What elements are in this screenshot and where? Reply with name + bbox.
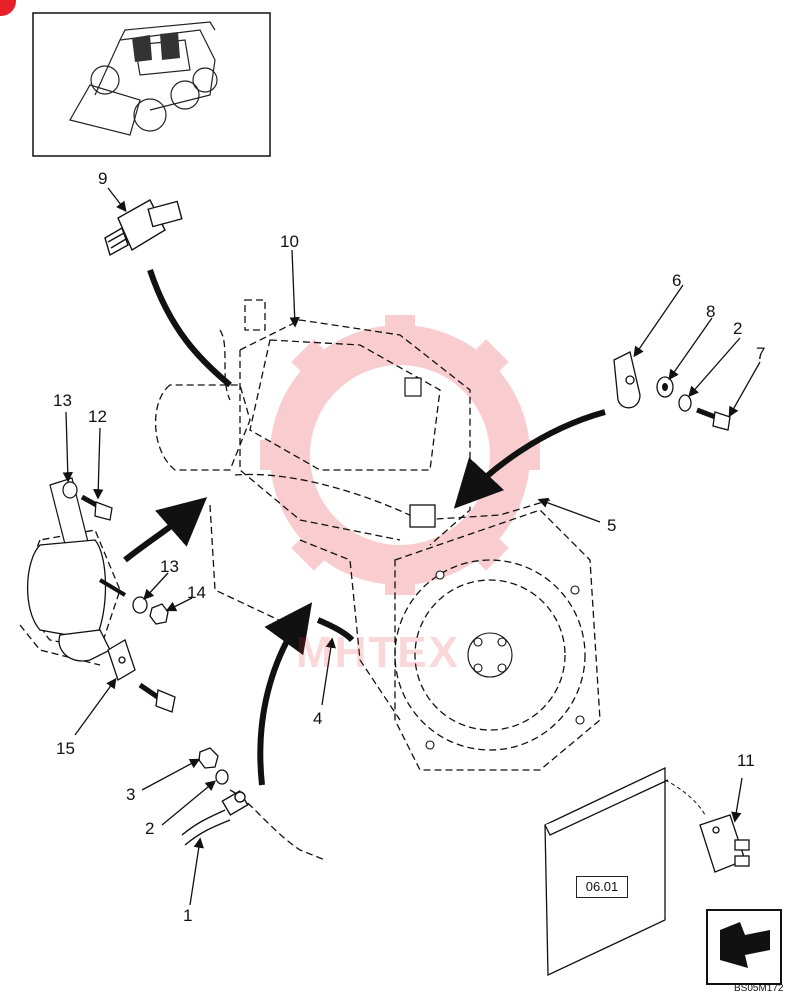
cable-1: [181, 790, 249, 846]
callout-4: 4: [313, 709, 323, 728]
callout-11: 11: [737, 751, 755, 770]
drawing-code: BS05M172: [734, 983, 784, 994]
callout-7: 7: [756, 344, 766, 363]
nut-3: [198, 747, 219, 769]
callout-5: 5: [607, 516, 617, 535]
callout-15: 15: [56, 739, 75, 758]
clip-6: [613, 351, 641, 409]
callout-10: 10: [280, 232, 299, 251]
lock-washer-2: [678, 394, 692, 412]
callout-2-top: 2: [733, 319, 743, 338]
flywheel-bolts: [425, 570, 585, 750]
page-turn-arrow-icon[interactable]: [706, 909, 782, 985]
loader-inset: [32, 12, 271, 157]
sensor-9: [104, 199, 183, 257]
clip-15: [107, 639, 176, 713]
alternator: [26, 539, 127, 662]
callout-13-mid: 13: [160, 557, 179, 576]
callout-12: 12: [88, 407, 107, 426]
callout-14: 14: [187, 583, 206, 602]
callout-1: 1: [183, 906, 193, 925]
callout-2-bottom: 2: [145, 819, 155, 838]
nut-14: [149, 603, 169, 625]
reference-panel: [544, 766, 669, 977]
callout-8: 8: [706, 302, 716, 321]
watermark-text: MHTEX: [296, 628, 460, 677]
reference-section-box[interactable]: 06.01: [576, 876, 628, 898]
washer-8: [656, 376, 674, 398]
bolt-12: [80, 494, 113, 521]
callout-9: 9: [98, 169, 108, 188]
watermark-gear-icon: [260, 315, 540, 595]
bolt-7: [696, 407, 731, 431]
relay-11: [699, 814, 750, 873]
washer-2: [215, 769, 229, 785]
callout-6: 6: [672, 271, 682, 290]
callout-13-top: 13: [53, 391, 72, 410]
callout-3: 3: [126, 785, 136, 804]
washer-13: [132, 596, 148, 614]
